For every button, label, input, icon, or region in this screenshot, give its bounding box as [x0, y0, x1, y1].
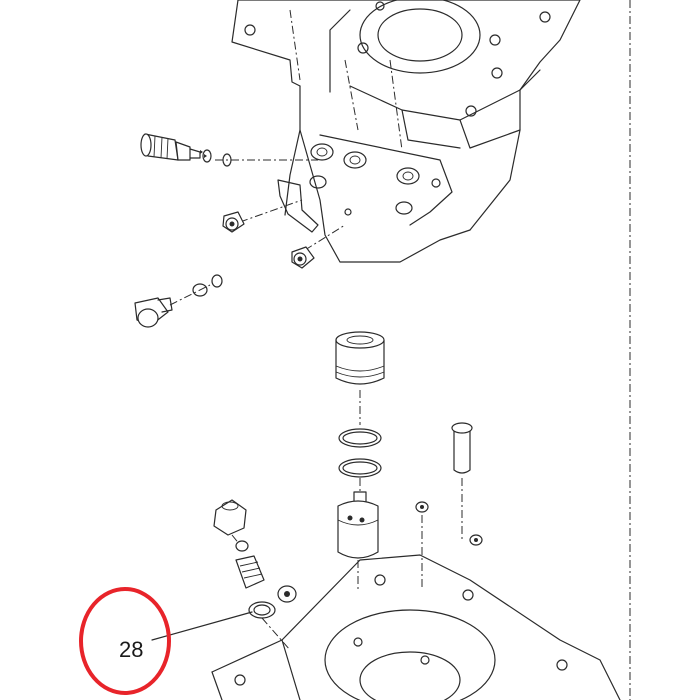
plug-with-o-rings: [134, 274, 223, 328]
callout-28[interactable]: 28: [79, 587, 253, 695]
fitting-stack: [213, 499, 297, 651]
part-number-label: 28: [119, 637, 143, 662]
upper-housing: [169, 0, 581, 306]
plug-upper: [222, 211, 245, 233]
cartridge-valve: [140, 133, 232, 167]
highlight-circle: [79, 587, 171, 695]
plug-lower: [291, 246, 315, 269]
valve-spool-assembly: [335, 331, 385, 590]
lower-housing: [211, 554, 621, 700]
pin: [415, 422, 483, 590]
